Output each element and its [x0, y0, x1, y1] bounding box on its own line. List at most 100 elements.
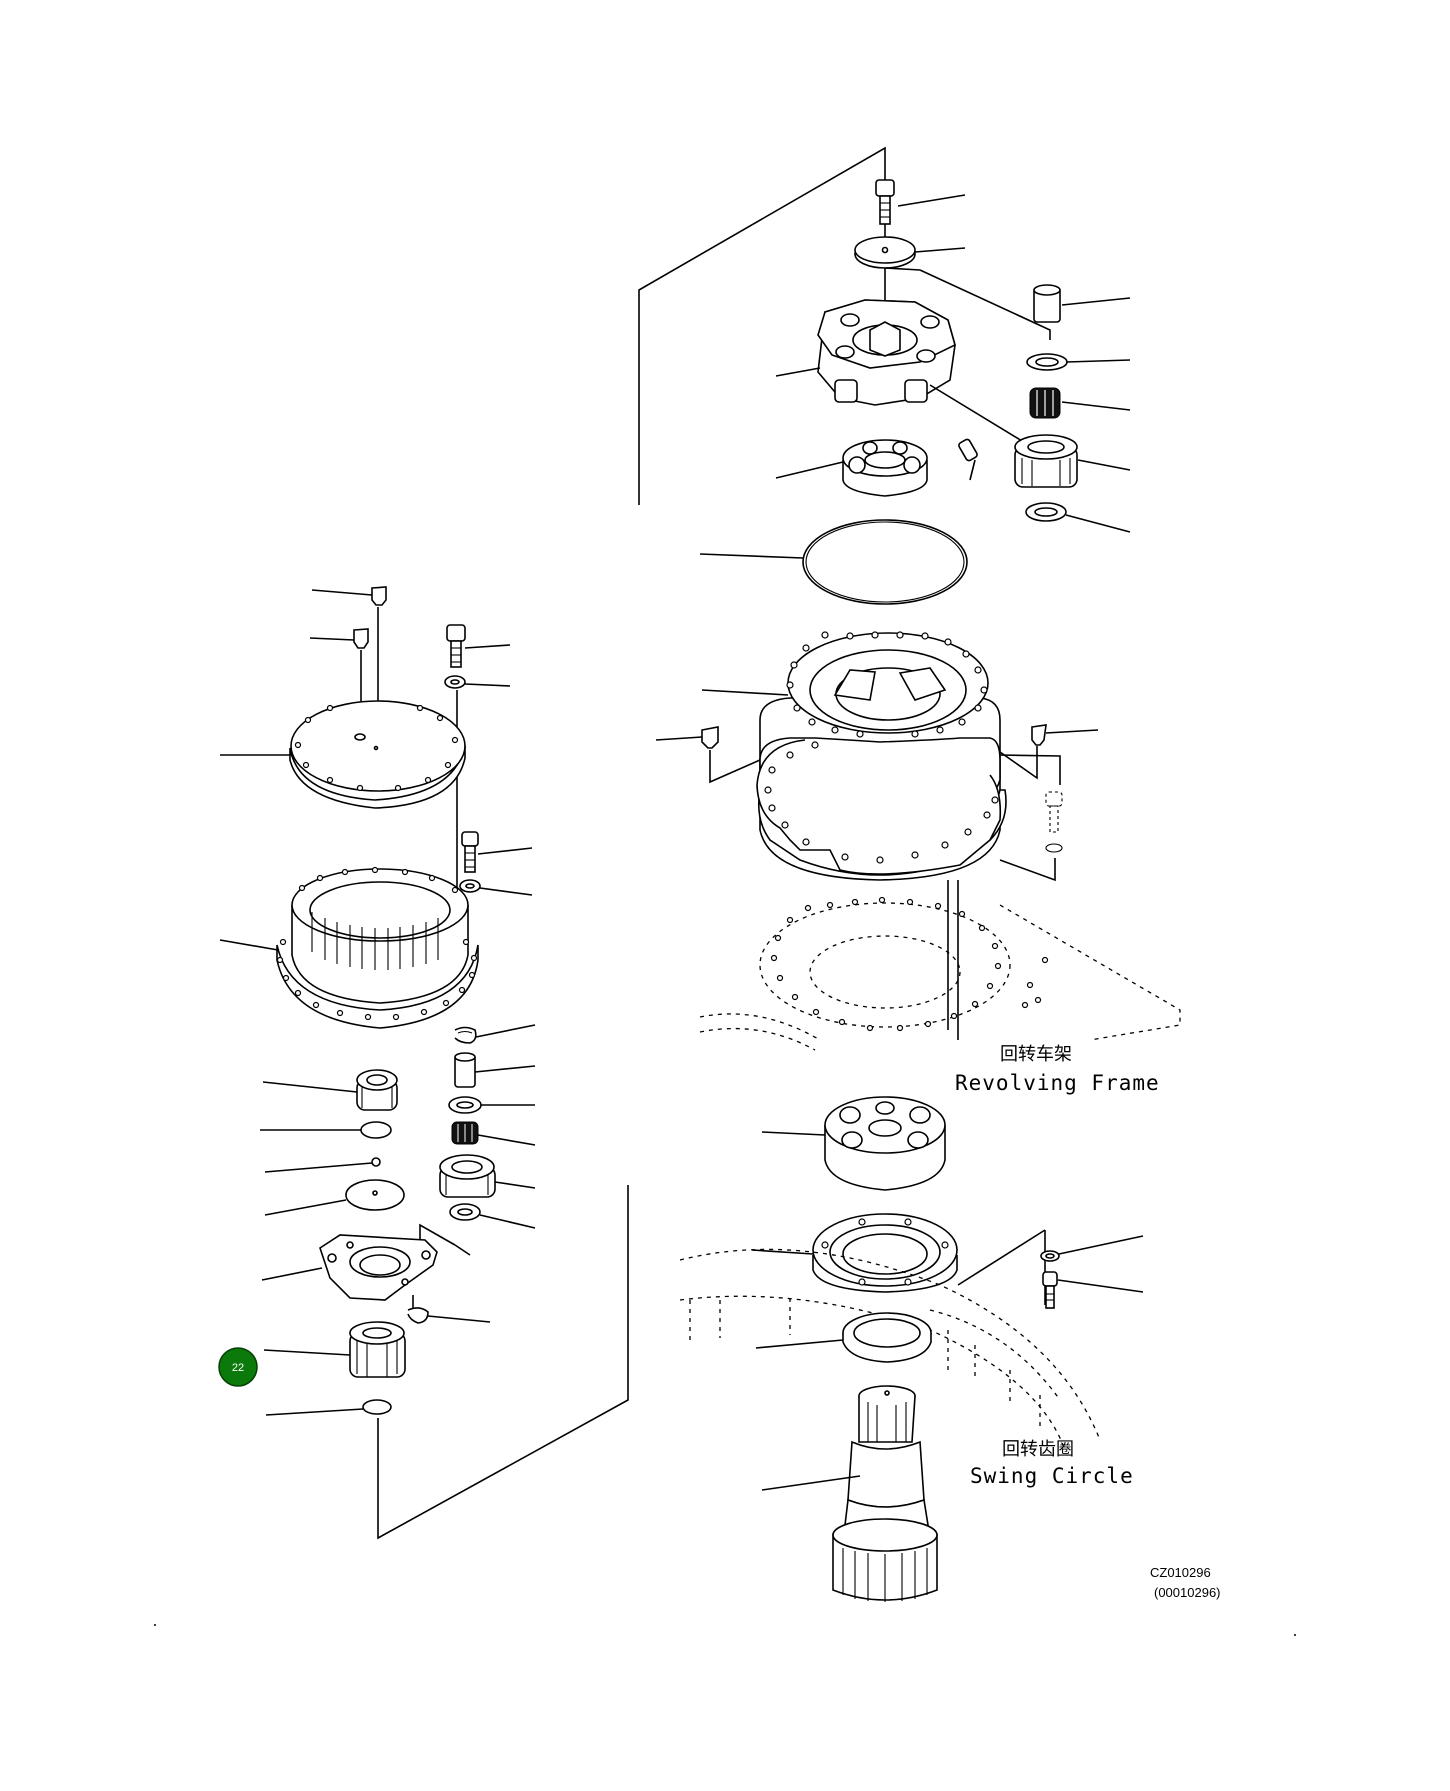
corner-mark	[1294, 1634, 1296, 1636]
planet-gear-bottom	[349, 1321, 406, 1378]
leader-line	[475, 1024, 536, 1038]
cover-washer-left	[444, 675, 466, 689]
leader-line	[914, 247, 966, 253]
leader-line	[261, 1267, 323, 1281]
leader-line	[464, 644, 511, 649]
leader-line	[262, 1081, 358, 1093]
sun-gear-upper	[842, 439, 928, 497]
revolving-frame-label-zh: 回转车架	[1000, 1044, 1072, 1065]
bracket-line	[884, 267, 921, 271]
leader-line	[1066, 359, 1131, 363]
leader-line	[474, 1065, 536, 1073]
leader-line	[1061, 297, 1131, 306]
planet-gear	[1014, 434, 1078, 488]
leader-line	[264, 1162, 373, 1173]
bottom-disc	[362, 1399, 392, 1415]
leader-line	[1058, 1235, 1144, 1255]
leader-line	[755, 1339, 844, 1349]
leader-line	[897, 194, 966, 207]
leader-line	[311, 589, 373, 596]
leader-line	[309, 637, 355, 641]
cover-bolt-left	[446, 624, 466, 668]
leader-line	[1045, 729, 1099, 734]
leader-line	[464, 683, 511, 687]
bracket-line	[999, 754, 1061, 785]
cover-bolt	[1042, 1271, 1058, 1309]
top-cover	[289, 700, 466, 809]
plug-top-left-2	[353, 628, 369, 649]
leader-line	[477, 847, 533, 855]
leader-line	[969, 459, 976, 481]
thrust-washer-lower	[1025, 502, 1067, 522]
bracket-line	[999, 858, 1056, 882]
steel-ball	[371, 1157, 381, 1167]
snap-ring	[454, 1026, 477, 1044]
sun-gear-left	[356, 1069, 398, 1111]
drawing-code: CZ010296	[1150, 1565, 1211, 1580]
planet-gear-left	[439, 1154, 496, 1198]
needle-bearing-left	[451, 1121, 479, 1145]
callout-badge-22[interactable]: 22	[218, 1347, 258, 1387]
plug-right	[1031, 724, 1047, 746]
bracket-line	[709, 750, 761, 784]
pinion-cover	[812, 1213, 958, 1293]
o-ring	[802, 519, 968, 605]
leader-line	[479, 887, 533, 896]
carrier-lower	[824, 1096, 946, 1191]
leader-line	[655, 736, 703, 741]
housing-lower-flange	[756, 739, 1002, 875]
revolving-frame-label-en: Revolving Frame	[955, 1071, 1160, 1095]
leader-line	[1057, 1279, 1144, 1293]
corner-mark	[154, 1624, 156, 1626]
leader-line	[1065, 514, 1131, 533]
leader-line	[761, 1131, 826, 1136]
leader-line	[479, 1214, 536, 1229]
bracket-line	[919, 269, 1051, 340]
flange-holes-top	[786, 631, 988, 738]
spacer-disc	[360, 1121, 392, 1139]
plug-top-left-1	[371, 586, 387, 606]
small-pin	[958, 438, 978, 462]
bracket-line	[454, 1244, 471, 1256]
thrust-washer-left	[448, 1096, 482, 1114]
bolt-top	[875, 179, 895, 225]
plate-washer	[854, 236, 916, 269]
thrust-washer-left-lower	[449, 1203, 481, 1221]
oil-seal	[842, 1312, 932, 1363]
snap-ring-left	[407, 1307, 429, 1324]
thrust-plate	[345, 1179, 405, 1211]
leader-line	[263, 1349, 351, 1356]
leader-line	[1061, 401, 1131, 411]
leader-line	[699, 553, 804, 559]
leader-line	[427, 1315, 491, 1323]
bracket-line	[999, 746, 1038, 780]
ring-gear-bolt	[461, 831, 479, 873]
mount-bolt-hidden	[1045, 791, 1063, 853]
plug-left	[701, 726, 719, 749]
leader-line	[1077, 459, 1131, 471]
leader-line	[477, 1134, 536, 1146]
ring-gear	[276, 866, 479, 1029]
callout-circle[interactable]	[218, 1347, 258, 1387]
bracket-line	[957, 1229, 1046, 1286]
carrier-left-lower	[319, 1234, 438, 1301]
leader-line	[264, 1199, 347, 1216]
needle-bearing	[1029, 387, 1061, 419]
swing-pinion-shaft	[832, 1385, 938, 1602]
planet-pin-left	[454, 1052, 476, 1088]
leader-line	[265, 1408, 364, 1416]
leader-line	[775, 461, 844, 479]
thrust-washer	[1026, 353, 1068, 371]
swing-circle-label-en: Swing Circle	[970, 1464, 1134, 1488]
bracket-line-bottom	[377, 1185, 629, 1540]
leader-line	[761, 1475, 861, 1491]
planet-carrier	[817, 299, 956, 406]
swing-circle-label-zh: 回转齿圈	[1002, 1439, 1074, 1460]
revolving-frame-outline	[699, 896, 1181, 1051]
leader-line	[701, 689, 789, 696]
drawing-code-secondary: (00010296)	[1154, 1585, 1221, 1600]
callout-number[interactable]: 22	[232, 1362, 244, 1374]
ring-gear-washer	[459, 879, 481, 893]
